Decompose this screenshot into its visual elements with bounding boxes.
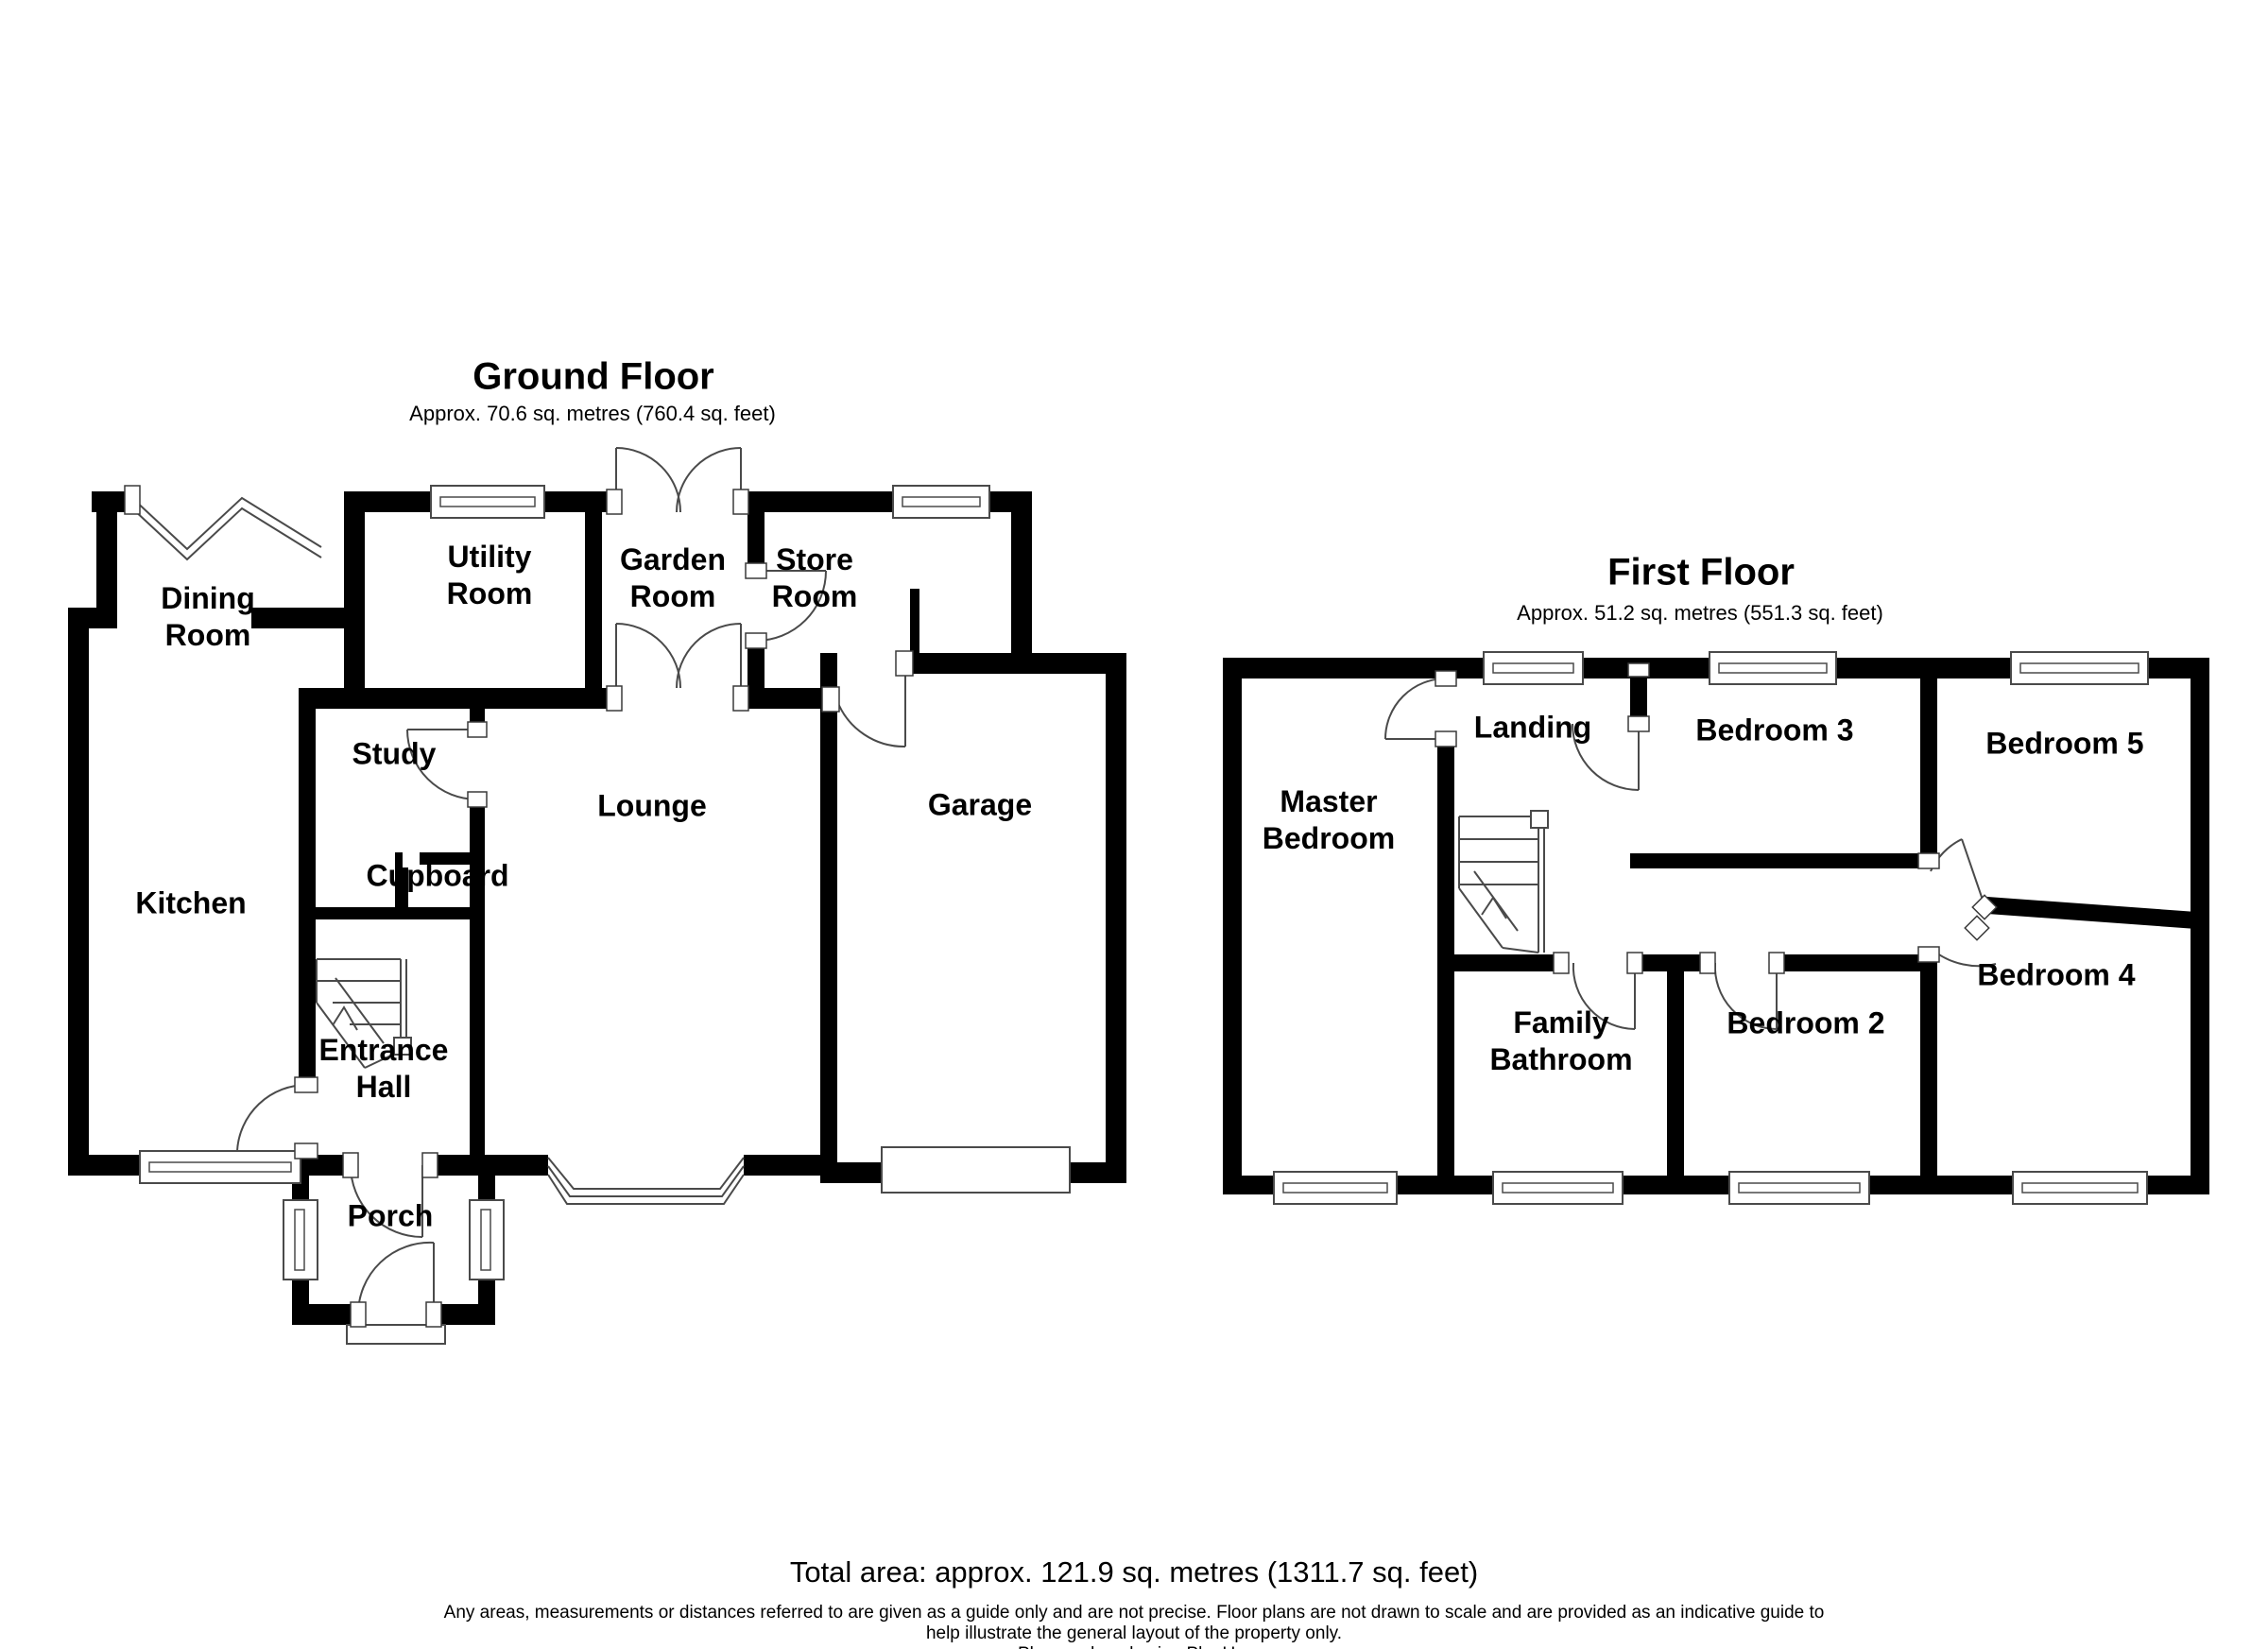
window-icon [1273,1171,1398,1205]
first-floor-plan [1223,651,2209,1205]
door-icon [1572,723,1640,791]
window-icon [2012,1171,2148,1205]
window-icon [1709,651,1837,685]
room-label-master-bedroom: Master Bedroom [1262,783,1396,855]
room-label-bedroom-2: Bedroom 2 [1727,1005,1885,1040]
room-label-cupboard: Cupboard [366,858,509,893]
room-label-bedroom-5: Bedroom 5 [1985,726,2144,761]
door-icon [406,729,478,800]
room-label-utility-room: Utility Room [446,539,533,610]
first-floor-title: First Floor [1607,551,1795,593]
window-icon [139,1150,301,1184]
room-label-entrance-hall: Entrance Hall [318,1032,449,1104]
room-label-lounge: Lounge [597,788,707,823]
disclaimer-line-1: Any areas, measurements or distances ref… [443,1603,1825,1623]
gf-cupboard-door-gap [403,850,420,867]
plan-credit-text: Plan produced using PlanUp. [1018,1644,1250,1649]
door-icon [755,570,827,642]
window-icon [283,1199,318,1280]
room-label-bedroom-4: Bedroom 4 [1977,957,2136,992]
door-icon [1384,678,1447,740]
room-label-garage: Garage [927,787,1033,822]
room-label-kitchen: Kitchen [135,885,247,920]
window-icon [430,485,545,519]
window-icon [1483,651,1584,685]
ground-floor-subtitle: Approx. 70.6 sq. metres (760.4 sq. feet) [409,402,776,425]
room-label-garden-room: Garden Room [619,541,727,613]
door-icon [836,674,906,748]
door-icon [236,1083,308,1152]
door-icon [1930,838,1985,906]
room-label-study: Study [352,736,437,771]
door-icon [356,1241,435,1315]
double-door-icon [615,447,742,513]
gf-door-jambs [124,485,914,1328]
gf-porch-sill-icon [346,1324,446,1345]
double-door-icon [615,623,742,689]
room-label-porch: Porch [347,1198,434,1233]
window-icon [1492,1171,1624,1205]
room-label-dining-room: Dining Room [161,580,255,652]
ff-windows [1273,651,2149,1205]
window-icon [2010,651,2149,685]
gf-bay-window-icon [547,1157,745,1205]
first-floor-subtitle: Approx. 51.2 sq. metres (551.3 sq. feet) [1517,601,1883,625]
total-area-text: Total area: approx. 121.9 sq. metres (13… [789,1555,1479,1589]
room-label-landing: Landing [1473,710,1592,745]
ff-door-jambs [1435,662,1998,974]
disclaimer-line-2: help illustrate the general layout of th… [925,1623,1343,1643]
room-label-bedroom-3: Bedroom 3 [1695,713,1854,747]
room-label-family-bathroom: Family Bathroom [1489,1005,1633,1076]
ground-floor-title: Ground Floor [472,355,714,398]
window-icon [1728,1171,1870,1205]
gf-garage-door-icon [881,1146,1071,1194]
window-icon [892,485,990,519]
gf-windows [139,485,990,1280]
gf-open-bay-zigzag-icon [131,496,322,561]
ground-floor-plan [68,447,1126,1345]
window-icon [469,1199,505,1280]
ff-stairs-icon [1458,810,1549,953]
room-label-store-room: Store Room [771,541,858,613]
ff-doors [1384,678,1997,1030]
gf-stairs-icon [316,958,412,1069]
